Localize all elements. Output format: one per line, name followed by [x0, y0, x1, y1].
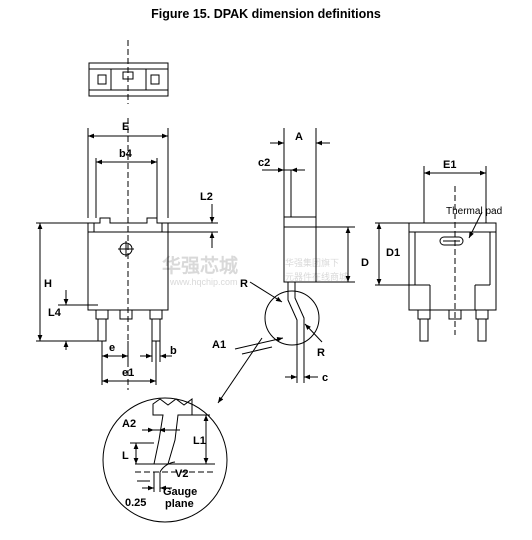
label-R-bottom: R: [317, 347, 325, 359]
label-A: A: [295, 131, 303, 143]
label-D1: D1: [386, 247, 400, 259]
watermark-slogan-2: 元器件在线商城: [285, 271, 348, 282]
watermark-url: www.hqchip.com: [169, 277, 238, 287]
label-E: E: [122, 121, 129, 133]
label-A2: A2: [122, 418, 136, 430]
detail-view: A2 L1 L V2 0.25 Gauge plane: [102, 397, 228, 523]
back-view: E1 Thermal pad D1: [375, 159, 502, 342]
label-L1: L1: [193, 435, 206, 447]
label-gauge-plane-1: Gauge: [163, 486, 197, 498]
label-L: L: [122, 450, 129, 462]
label-gauge-value: 0.25: [125, 497, 146, 509]
front-view: E b4 L2 H L4 e b e1: [36, 118, 218, 390]
watermark-slogan-1: 华强集团旗下: [285, 257, 339, 268]
label-R-top: R: [240, 278, 248, 290]
label-V2: V2: [175, 468, 188, 480]
label-c2: c2: [258, 157, 270, 169]
label-L2: L2: [200, 191, 213, 203]
top-view: [88, 40, 169, 104]
figure-title: Figure 15. DPAK dimension definitions: [151, 7, 381, 21]
label-b: b: [170, 345, 177, 357]
label-A1: A1: [212, 339, 226, 351]
label-D: D: [361, 257, 369, 269]
label-c: c: [322, 372, 328, 384]
label-e: e: [109, 342, 115, 354]
label-E1: E1: [443, 159, 456, 171]
label-L4: L4: [48, 307, 62, 319]
watermark: 华强芯城 www.hqchip.com 华强集团旗下 元器件在线商城: [162, 254, 348, 287]
watermark-brand: 华强芯城: [162, 254, 238, 277]
label-thermal-pad: Thermal pad: [446, 206, 502, 217]
label-H: H: [44, 278, 52, 290]
side-view: A c2 D R R A1 c: [212, 128, 369, 404]
label-gauge-plane-2: plane: [165, 498, 194, 510]
label-e1: e1: [122, 367, 134, 379]
label-b4: b4: [119, 148, 133, 160]
